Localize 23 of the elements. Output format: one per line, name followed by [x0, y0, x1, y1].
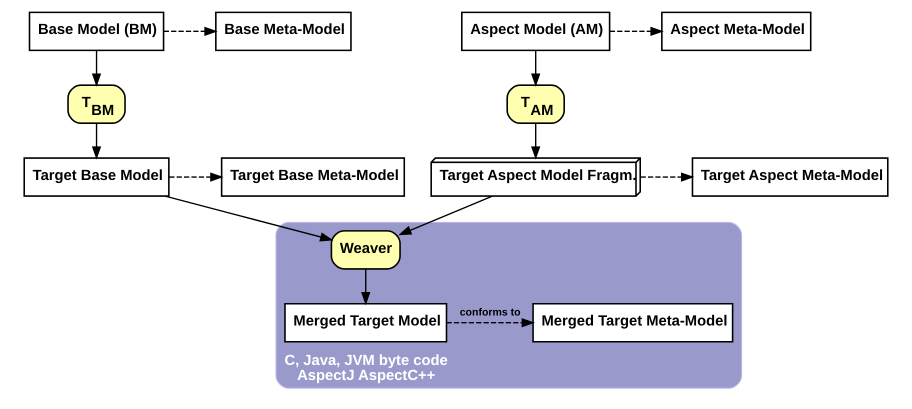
node-box: Target Base Model [23, 157, 170, 197]
node-box: Target Base Meta-Model [220, 157, 406, 197]
node-box: Weaver [330, 230, 401, 270]
arrow [164, 26, 218, 36]
arrow [531, 123, 540, 160]
node-box: Aspect Meta-Model [661, 12, 812, 52]
edge-label: conforms to [460, 306, 521, 318]
node-box: Target Aspect Meta-Model [692, 157, 889, 197]
arrow [361, 269, 370, 306]
node-box: Aspect Model (AM) [461, 12, 610, 52]
node-box: Merged Target Model [284, 302, 448, 343]
arrow [640, 172, 694, 182]
arrow [92, 50, 102, 87]
node-box: Base Meta-Model [215, 12, 352, 52]
arrow [531, 50, 540, 87]
arrow [92, 123, 102, 160]
node-box: Base Model (BM) [28, 12, 164, 52]
arrow [398, 196, 493, 236]
arrow [165, 195, 334, 242]
arrow [446, 318, 535, 328]
node-box: Merged Target Meta-Model [532, 302, 734, 343]
arrow [169, 172, 224, 182]
arrow [610, 26, 664, 36]
